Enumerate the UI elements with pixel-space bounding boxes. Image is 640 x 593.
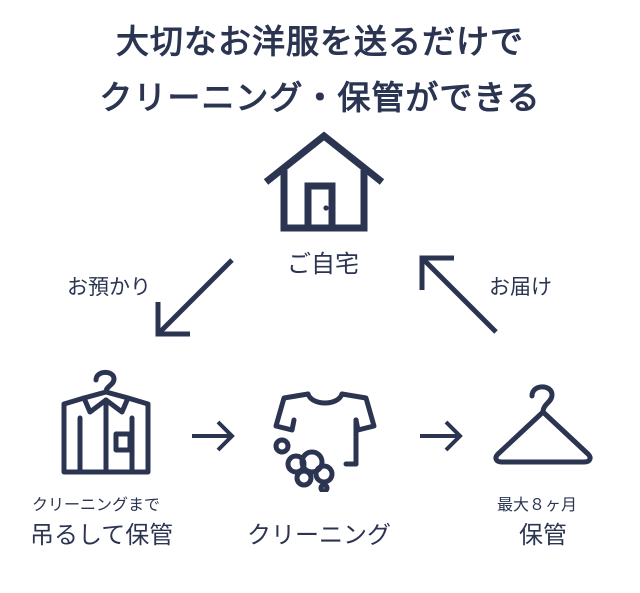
edge-delivery-label: お届け (489, 275, 552, 299)
edge-pickup-label: お預かり (67, 275, 151, 299)
node-hang-storage-label: 吊るして保管 (30, 521, 174, 549)
house-icon (263, 131, 385, 232)
tshirt-bubbles-icon (273, 391, 377, 492)
arrow-icon (419, 255, 498, 334)
node-storage-sublabel: 最大８ヶ月 (497, 495, 578, 514)
node-hang-storage-sublabel: クリーニングまで (32, 495, 161, 514)
arrow-icon (155, 258, 234, 337)
node-home-label: ご自宅 (287, 250, 359, 278)
headline-line-2: クリーニング・保管ができる (99, 78, 541, 117)
node-storage-label: 保管 (519, 521, 567, 549)
shirt-on-hanger-icon (61, 369, 151, 475)
node-cleaning-label: クリーニング (247, 521, 391, 549)
hanger-icon (493, 384, 593, 465)
headline-line-1: 大切なお洋服を送るだけで (116, 22, 524, 61)
arrow-icon (420, 420, 463, 452)
arrow-icon (192, 420, 235, 452)
